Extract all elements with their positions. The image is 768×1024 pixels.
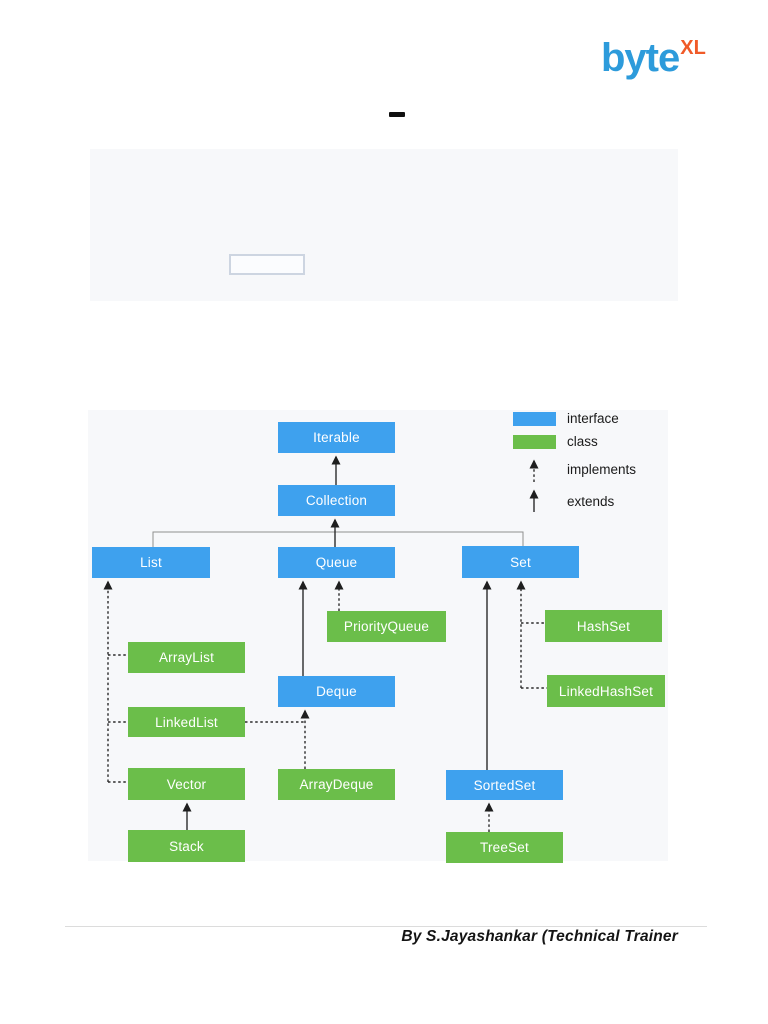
bytexl-logo: byte XL [601, 36, 706, 80]
legend-class-swatch [513, 435, 556, 449]
node-priorityqueue: PriorityQueue [327, 611, 446, 642]
node-arraydeque: ArrayDeque [278, 769, 395, 800]
legend-interface-swatch [513, 412, 556, 426]
node-collection: Collection [278, 485, 395, 516]
node-set: Set [462, 546, 579, 578]
edge-branch-list-queue-set [152, 531, 524, 547]
logo-xl-text: XL [680, 37, 706, 59]
node-linkedlist: LinkedList [128, 707, 245, 737]
node-list: List [92, 547, 210, 578]
empty-field-box [229, 254, 305, 275]
node-treeset: TreeSet [446, 832, 563, 863]
node-iterable: Iterable [278, 422, 395, 453]
diagram-connectors [103, 455, 547, 832]
legend-interface-label: interface [567, 411, 619, 426]
node-deque: Deque [278, 676, 395, 707]
node-stack: Stack [128, 830, 245, 862]
content-placeholder-panel [90, 149, 678, 301]
title-dash [389, 112, 405, 117]
legend-extends-label: extends [567, 494, 615, 509]
footer-credit: By S.Jayashankar (Technical Trainer [401, 928, 678, 945]
footer-divider [65, 926, 707, 927]
logo-byte-text: byte [601, 36, 680, 80]
node-hashset: HashSet [545, 610, 662, 642]
node-arraylist: ArrayList [128, 642, 245, 673]
legend-implements-label: implements [567, 462, 637, 477]
node-sortedset: SortedSet [446, 770, 563, 800]
collections-hierarchy-diagram: interface class implements extends Itera… [88, 410, 668, 863]
node-vector: Vector [128, 768, 245, 800]
node-queue: Queue [278, 547, 395, 578]
legend-class-label: class [567, 434, 598, 449]
node-linkedhashset: LinkedHashSet [547, 675, 665, 707]
